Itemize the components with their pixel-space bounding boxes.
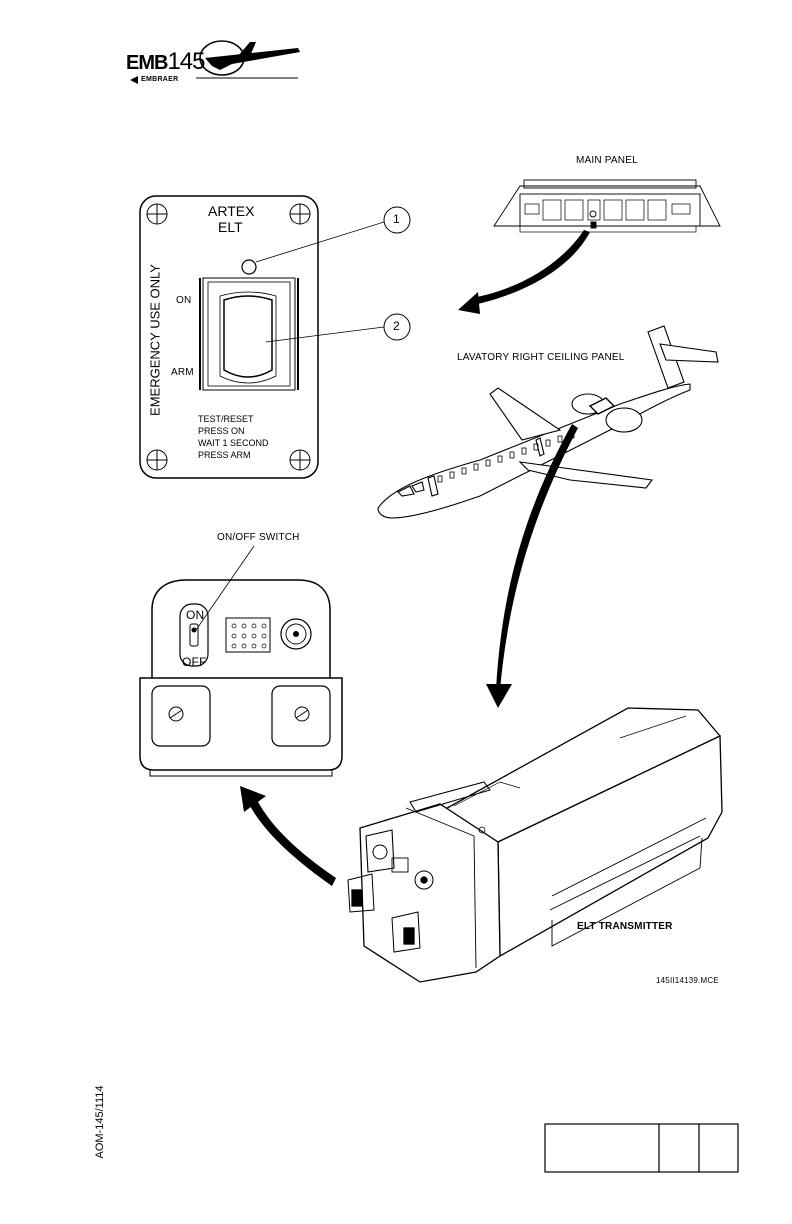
instruction-line: TEST/RESET: [198, 413, 269, 425]
arrow-main-panel-to-elt: [458, 230, 590, 314]
panel-arm-label: ARM: [171, 367, 194, 378]
onoff-switch-label: ON/OFF SWITCH: [217, 532, 300, 543]
lavatory-label: LAVATORY RIGHT CEILING PANEL: [457, 352, 625, 363]
doc-code: AOM-145/1114: [94, 1086, 106, 1159]
arrow-transmitter-to-switch: [240, 786, 336, 886]
callout-1: 1: [393, 212, 400, 226]
transmitter-front-face: [140, 546, 342, 776]
panel-vertical-text: EMERGENCY USE ONLY: [148, 264, 163, 416]
callout-2: 2: [393, 319, 400, 333]
main-panel-drawing: [494, 180, 720, 232]
panel-title-elt: ELT: [218, 219, 243, 235]
logo-model-text: EMB145: [126, 48, 205, 76]
panel-on-label: ON: [176, 295, 191, 306]
revision-box: [545, 1124, 738, 1172]
instruction-line: WAIT 1 SECOND: [198, 437, 269, 449]
main-panel-label: MAIN PANEL: [576, 155, 638, 166]
elt-transmitter-label: ELT TRANSMITTER: [577, 921, 673, 932]
switch-on-label: ON: [186, 608, 204, 622]
panel-title-artex: ARTEX: [208, 203, 254, 219]
artex-elt-panel: [140, 196, 410, 478]
switch-off-label: OFF: [182, 655, 207, 669]
panel-instructions: TEST/RESET PRESS ON WAIT 1 SECOND PRESS …: [198, 413, 269, 461]
instruction-line: PRESS ON: [198, 425, 269, 437]
logo-number: 145: [167, 48, 204, 75]
logo-brand: EMBRAER: [141, 76, 179, 83]
elt-transmitter-drawing: [348, 708, 722, 982]
drawing-code: 145II14139.MCE: [656, 976, 719, 985]
instruction-line: PRESS ARM: [198, 449, 269, 461]
logo-model: EMB: [126, 52, 167, 74]
